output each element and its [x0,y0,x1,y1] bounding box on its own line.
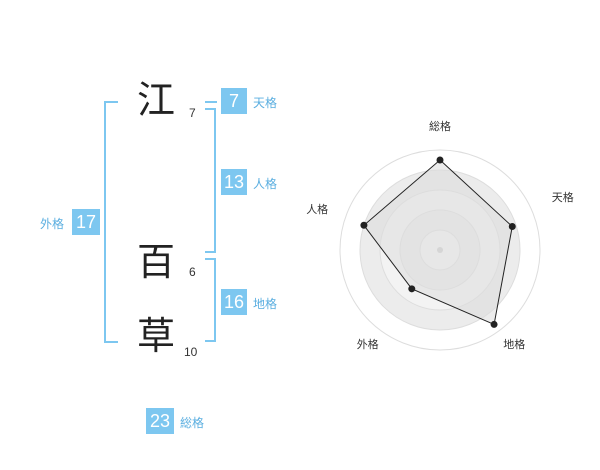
tenkaku-label: 天格 [253,96,278,110]
tenkaku-value: 7 [221,88,247,114]
tenkaku-bracket [205,101,217,103]
radar-axis-label-1: 総格 [429,119,451,133]
radar-point-5 [360,221,368,229]
gaikaku-bracket [104,101,118,343]
name-char-2: 百 [137,240,176,284]
chikaku-bracket [205,258,216,342]
chikaku-value: 16 [221,289,247,315]
gaikaku-label: 外格 [40,217,65,231]
radar-axis-label-4: 外格 [357,337,379,351]
jinkaku-label: 人格 [253,177,278,191]
stroke-count-2: 6 [189,265,196,279]
gaikaku-value: 17 [72,209,100,235]
soukaku-value: 23 [146,408,174,434]
radar-ring-5 [339,149,541,351]
radar-point-1 [436,156,444,164]
radar-data-polygon [363,159,513,326]
radar-axis-label-5: 人格 [306,202,328,216]
radar-point-3 [490,320,498,328]
jinkaku-value: 13 [221,169,247,195]
radar-axis-label-3: 地格 [503,337,525,351]
radar-point-2 [508,223,516,231]
name-char-1: 江 [137,78,176,122]
name-char-3: 草 [137,314,176,358]
radar-axis-label-2: 天格 [552,190,574,204]
chikaku-label: 地格 [253,297,278,311]
stroke-count-1: 7 [189,106,196,120]
jinkaku-bracket [205,108,216,253]
soukaku-label: 総格 [180,416,205,430]
stroke-count-3: 10 [184,345,198,359]
radar-point-4 [408,285,416,293]
